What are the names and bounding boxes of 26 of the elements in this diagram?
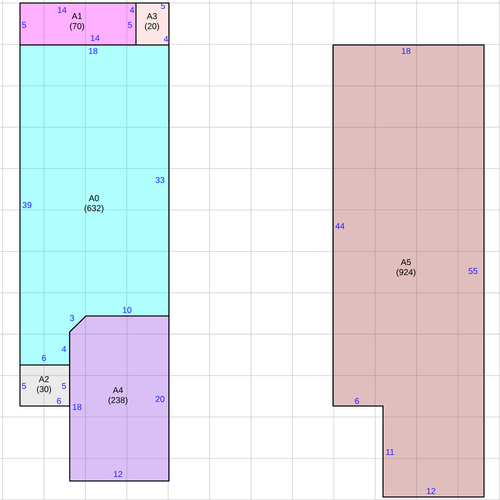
- dimension-label: 5: [128, 22, 132, 28]
- dimension-label: 4: [164, 36, 168, 42]
- dimension-label: 3: [70, 315, 74, 321]
- dimension-label: 4: [62, 346, 66, 352]
- dimension-label: 5: [160, 3, 166, 9]
- dimension-label: 18: [72, 404, 82, 410]
- dimension-label: 6: [57, 398, 61, 404]
- dimension-label: 6: [42, 355, 46, 361]
- dimension-label: 20: [156, 396, 164, 402]
- dimension-label: 18: [88, 48, 98, 54]
- dimension-label: 33: [156, 177, 164, 183]
- dimension-label: 4: [130, 7, 134, 13]
- dimension-label: 55: [468, 268, 478, 274]
- dimension-label: 10: [122, 307, 132, 313]
- dimension-label: 14: [90, 35, 100, 41]
- dimension-label: 11: [386, 449, 394, 455]
- dimension-label: 5: [22, 383, 26, 389]
- dimension-label: 39: [22, 202, 32, 208]
- dimension-label: 18: [402, 48, 410, 54]
- dimension-label: 14: [58, 7, 66, 13]
- dimension-label: 12: [114, 471, 122, 477]
- dimension-label: 6: [355, 398, 359, 404]
- dimension-label: 12: [426, 488, 436, 494]
- dimension-label: 5: [62, 383, 66, 389]
- dimension-label: 44: [335, 223, 344, 229]
- dimension-label: 5: [22, 22, 26, 28]
